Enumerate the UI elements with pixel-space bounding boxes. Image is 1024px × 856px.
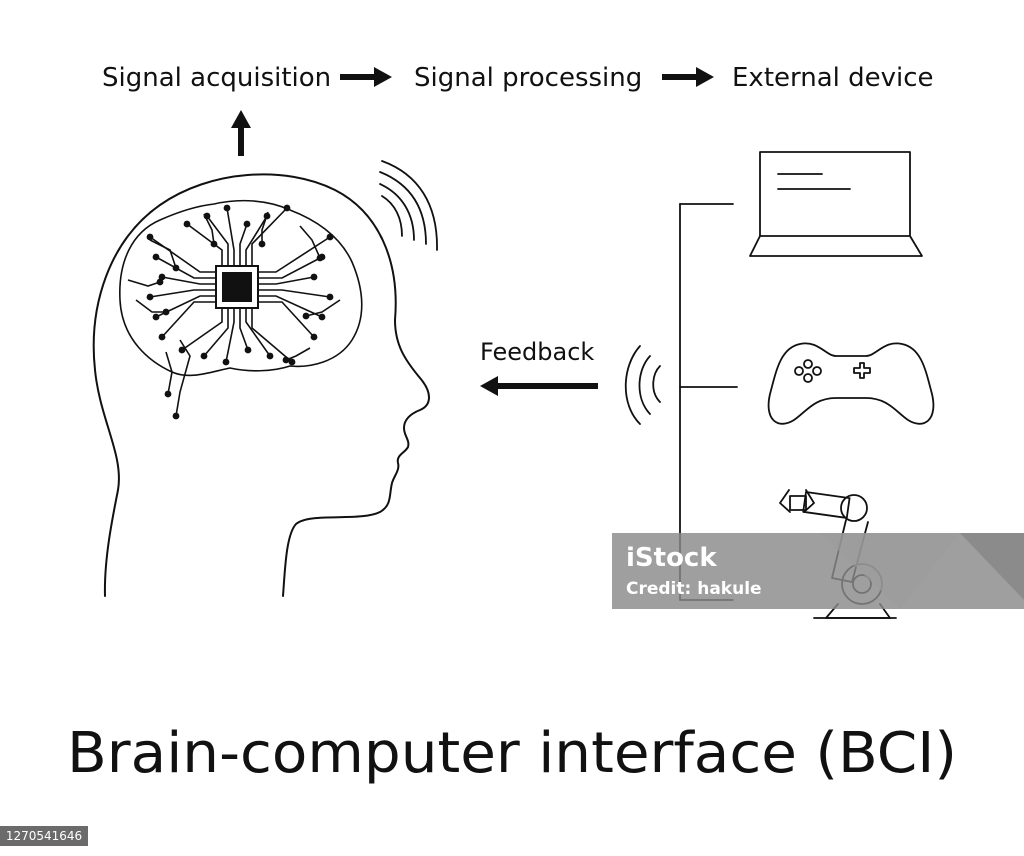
arrow-up-icon [231, 110, 251, 156]
head-icon [92, 173, 430, 597]
arrow-left-icon [480, 376, 598, 396]
arrow-right-icon [340, 67, 392, 87]
watermark: iStock Credit: hakule [612, 533, 1024, 609]
signal-waves-icon [379, 160, 438, 251]
chip-icon [215, 265, 259, 309]
gamepad-icon [767, 342, 935, 425]
flow-step-signal-acquisition: Signal acquisition [102, 63, 331, 93]
signal-waves-icon [624, 345, 661, 425]
image-id-tag: 1270541646 [0, 826, 88, 846]
image-id: 1270541646 [6, 829, 82, 843]
arrow-right-icon [662, 67, 714, 87]
diagram-title: Brain-computer interface (BCI) [67, 721, 957, 786]
laptop-icon [749, 151, 923, 257]
brain-circuit-icon [119, 199, 363, 420]
watermark-credit: Credit: hakule [626, 579, 762, 599]
feedback-label: Feedback [480, 338, 594, 366]
flow-step-signal-processing: Signal processing [414, 63, 642, 93]
watermark-brand: iStock [626, 543, 717, 573]
flow-step-external-device: External device [732, 63, 934, 93]
